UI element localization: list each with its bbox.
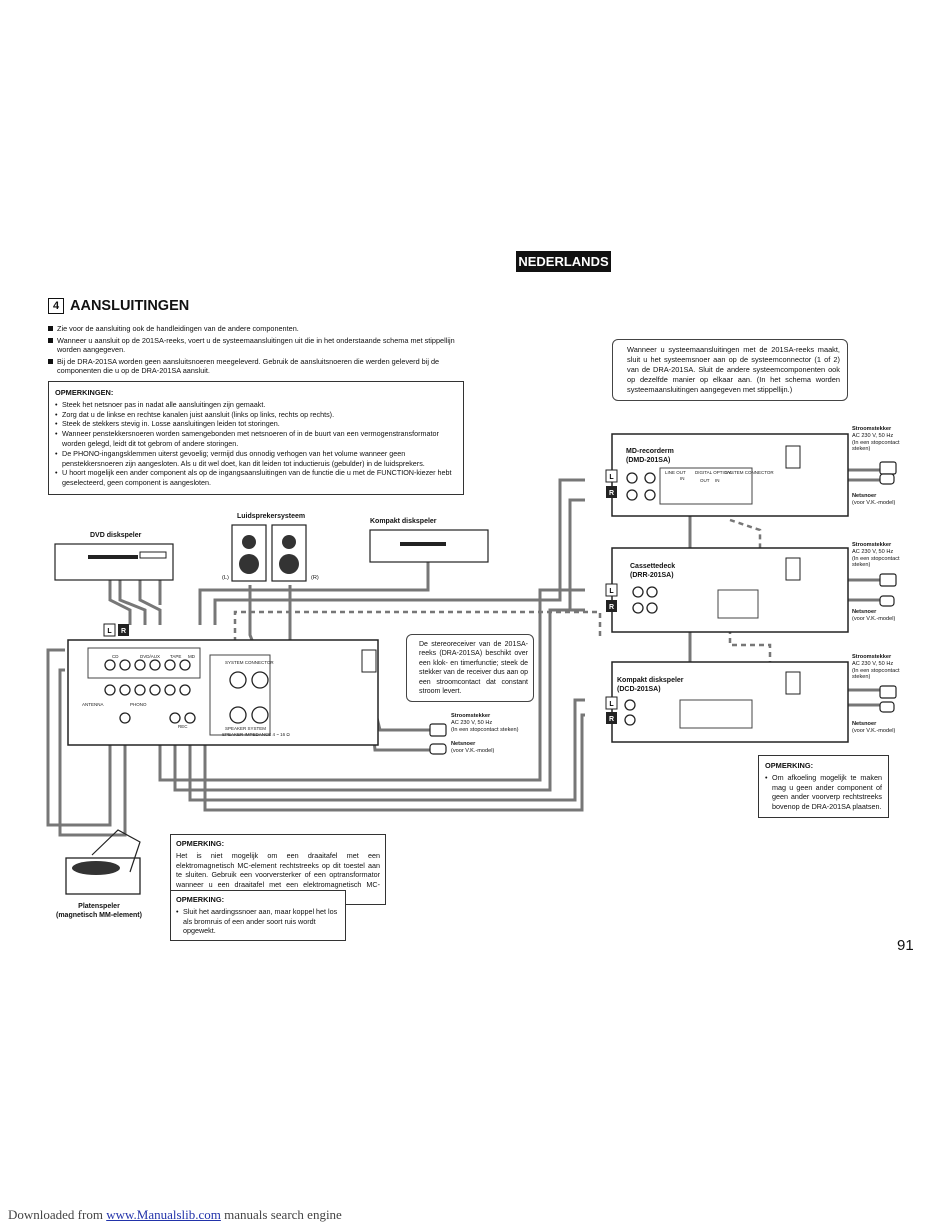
receiver-note-text: De stereoreceiver van de 201SA-reeks (DR… <box>419 641 528 696</box>
netsnoer-label-cd: Netsnoer (voor V.K.-model) <box>852 721 896 734</box>
cd-unit-label: Kompakt diskspeler (DCD-201SA) <box>617 677 684 693</box>
connection-diagram: L R L R L R L R CD DVD/AUX TAPE MD PHONO… <box>46 433 897 895</box>
svg-text:CD: CD <box>112 654 119 659</box>
remark-right-text: Om afkoeling mogelijk te maken mag u gee… <box>765 773 882 812</box>
remark-ground-box: OPMERKING: Sluit het aardingssnoer aan, … <box>170 890 346 942</box>
remark-item: Zorg dat u de linkse en rechtse kanalen … <box>55 410 457 420</box>
remark-ground-title: OPMERKING: <box>176 895 225 904</box>
svg-text:IN: IN <box>680 476 685 481</box>
jack-label-l: L <box>609 474 614 481</box>
power-plug-label-cassette: Stroomstekker AC 230 V, 50 Hz (In een st… <box>852 542 900 569</box>
remark-item: U hoort mogelijk een ander component als… <box>55 468 457 488</box>
md-panel-labels: LINE OUT IN DIGITAL OPTICAL OUT IN SYSTE… <box>665 470 774 483</box>
svg-text:LINE OUT: LINE OUT <box>665 470 686 475</box>
speaker-left-label: (L) <box>222 575 229 581</box>
footer-suffix: manuals search engine <box>220 1207 342 1222</box>
dvd-player-body <box>54 543 174 581</box>
speakers-label: Luidsprekersysteem <box>237 513 306 520</box>
cd-unit-body <box>611 661 849 743</box>
svg-text:DIGITAL OPTICAL: DIGITAL OPTICAL <box>695 470 733 475</box>
svg-text:SYSTEM CONNECTOR: SYSTEM CONNECTOR <box>225 660 274 665</box>
system-note-text: Wanneer u systeemaansluitingen met de 20… <box>627 345 840 394</box>
turntable-label: Platenspeler (magnetisch MM-element) <box>56 903 142 919</box>
remark-item: Steek het netsnoer pas in nadat alle aan… <box>55 400 457 410</box>
remark-item: Steek de stekkers stevig in. Losse aansl… <box>55 419 457 429</box>
svg-text:SYSTEM CONNECTOR: SYSTEM CONNECTOR <box>725 470 774 475</box>
jack-label-r: R <box>609 490 614 497</box>
receiver-clock-note: De stereoreceiver van de 201SA-reeks (DR… <box>406 634 534 703</box>
svg-text:IN: IN <box>715 478 720 483</box>
remark-item: Wanneer penstekkersnoeren worden samenge… <box>55 429 457 449</box>
remark-right-box: OPMERKING: Om afkoeling mogelijk te make… <box>758 755 889 818</box>
speaker-right-label: (R) <box>311 575 319 581</box>
system-connection-note: Wanneer u systeemaansluitingen met de 20… <box>612 339 848 401</box>
remark-item: De PHONO-ingangsklemmen uiterst gevoelig… <box>55 449 457 469</box>
svg-text:TAPE: TAPE <box>170 654 181 659</box>
footer-prefix: Downloaded from <box>8 1207 107 1222</box>
jack-label-l: L <box>107 628 112 635</box>
intro-bullet: Bij de DRA-201SA worden geen aansluitsno… <box>48 357 466 376</box>
receiver-rear-panel <box>67 639 379 746</box>
svg-text:PHONO: PHONO <box>130 702 147 707</box>
md-recorder-label: MD-recorderm (DMD-201SA) <box>626 448 674 464</box>
remark-right-title: OPMERKING: <box>765 761 814 770</box>
svg-text:OUT: OUT <box>700 478 710 483</box>
manualslib-link[interactable]: www.Manualslib.com <box>106 1207 221 1222</box>
remark-ground-text: Sluit het aardingssnoer aan, maar koppel… <box>176 907 340 936</box>
rear-panel-labels: CD DVD/AUX TAPE MD PHONO REC ANTENNA SYS… <box>82 654 290 737</box>
svg-text:ANTENNA: ANTENNA <box>82 702 104 707</box>
svg-text:REC: REC <box>178 724 188 729</box>
jack-label-l: L <box>609 588 614 595</box>
remarks-title: OPMERKINGEN: <box>55 388 114 397</box>
power-plug-label-cd: Stroomstekker AC 230 V, 50 Hz (In een st… <box>852 654 900 681</box>
intro-bullets: Zie voor de aansluiting ook de handleidi… <box>48 324 466 378</box>
dvd-player-label: DVD diskspeler <box>90 532 142 539</box>
netsnoer-label-md: Netsnoer (voor V.K.-model) <box>852 493 896 506</box>
section-title: 4 AANSLUITINGEN <box>48 298 189 314</box>
power-plugs <box>429 461 897 755</box>
power-plug-label-receiver: Stroomstekker AC 230 V, 50 Hz (In een st… <box>451 713 519 733</box>
turntable-graphic <box>65 829 141 895</box>
svg-text:SPEAKER IMPEDANCE 4 ~ 16 Ω: SPEAKER IMPEDANCE 4 ~ 16 Ω <box>222 732 290 737</box>
jack-label-l: L <box>609 701 614 708</box>
jack-label-r: R <box>121 628 126 635</box>
page-number: 91 <box>897 937 914 954</box>
svg-text:DVD/AUX: DVD/AUX <box>140 654 160 659</box>
power-plug-label-md: Stroomstekker AC 230 V, 50 Hz (In een st… <box>852 426 900 453</box>
svg-text:MD: MD <box>188 654 196 659</box>
netsnoer-label-cassette: Netsnoer (voor V.K.-model) <box>852 609 896 622</box>
remarks-box: OPMERKINGEN: Steek het netsnoer pas in n… <box>48 381 464 495</box>
intro-bullet: Wanneer u aansluit op de 201SA-reeks, vo… <box>48 336 466 355</box>
remark-phono-title: OPMERKING: <box>176 839 225 848</box>
section-number: 4 <box>48 298 64 314</box>
section-title-text: AANSLUITINGEN <box>70 298 190 314</box>
cassette-deck-label: Cassettedeck (DRR-201SA) <box>630 563 676 579</box>
jack-label-r: R <box>609 716 614 723</box>
netsnoer-label-receiver: Netsnoer (voor V.K.-model) <box>451 741 495 754</box>
footer: Downloaded from www.Manualslib.com manua… <box>8 1207 342 1223</box>
remark-phono-box: OPMERKING: Het is niet mogelijk om een d… <box>170 834 386 905</box>
language-badge: NEDERLANDS <box>516 251 611 272</box>
svg-text:SPEAKER SYSTEM: SPEAKER SYSTEM <box>225 726 266 731</box>
cd-player-top-label: Kompakt diskspeler <box>370 518 437 525</box>
intro-bullet: Zie voor de aansluiting ook de handleidi… <box>48 324 466 334</box>
jack-label-r: R <box>609 604 614 611</box>
